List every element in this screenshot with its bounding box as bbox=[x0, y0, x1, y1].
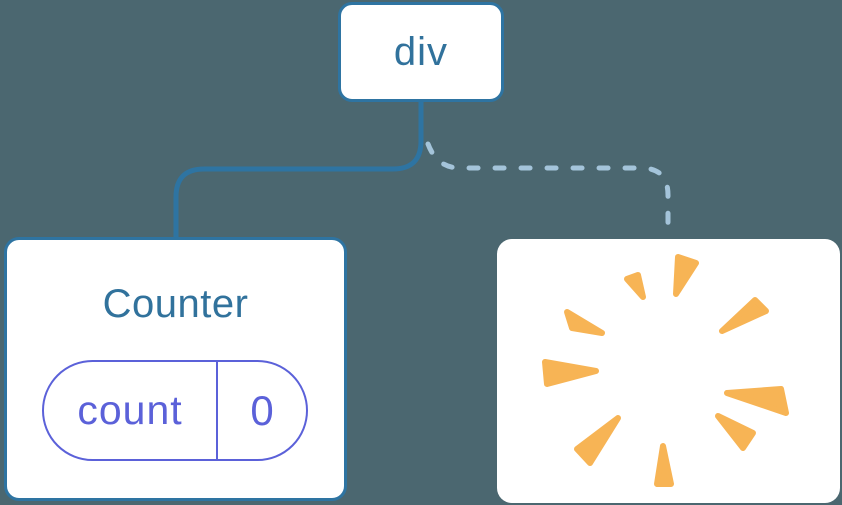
state-pill-value: 0 bbox=[250, 386, 274, 434]
state-pill: count 0 bbox=[42, 360, 308, 461]
poof-burst-icon bbox=[542, 254, 789, 487]
poof-ray bbox=[719, 297, 769, 334]
counter-node-title: Counter bbox=[102, 282, 249, 326]
poof-ray bbox=[673, 254, 699, 297]
poof-ray bbox=[574, 415, 621, 466]
dashed-connector-div-to-removed bbox=[425, 141, 671, 241]
poof-ray bbox=[564, 309, 605, 336]
root-node-label: div bbox=[393, 29, 449, 74]
removed-node bbox=[497, 239, 840, 503]
state-pill-name: count bbox=[44, 362, 218, 459]
poof-ray bbox=[724, 386, 789, 416]
poof-ray bbox=[624, 272, 646, 300]
solid-connector-div-to-counter bbox=[173, 101, 424, 238]
counter-node: Counter count 0 bbox=[4, 237, 347, 501]
poof-ray bbox=[715, 413, 756, 451]
poof-ray bbox=[654, 443, 674, 487]
poof-ray bbox=[542, 359, 599, 387]
root-node-div: div bbox=[338, 2, 504, 102]
